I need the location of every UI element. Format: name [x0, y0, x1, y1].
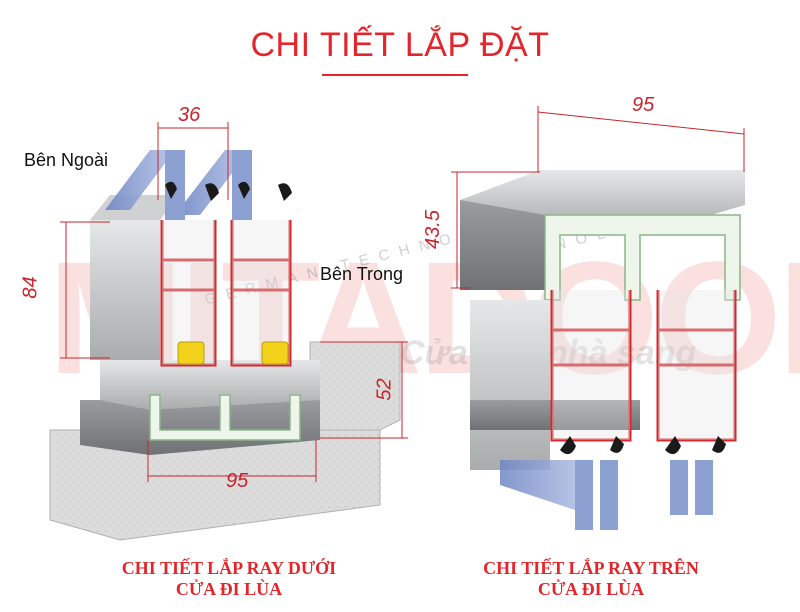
dim-36-line: [157, 122, 229, 200]
left-bottom-rail-diagram: [49, 122, 408, 541]
dim-43-5-line: [451, 171, 540, 289]
rubber-seals-right: [560, 436, 726, 455]
dim-95-bottom-line: [147, 440, 317, 482]
outside-label: Bên Ngoài: [24, 150, 109, 170]
page-title: CHI TIẾT LẮP ĐẶT: [250, 26, 550, 64]
left-caption-line1: CHI TIẾT LẮP RAY DƯỚI: [121, 558, 337, 578]
roller-left-2: [261, 341, 289, 365]
dim-52-label: 52: [373, 378, 396, 401]
roller-left-1: [177, 341, 205, 365]
right-top-rail-diagram: [451, 106, 745, 530]
top-frame-side: [460, 200, 545, 290]
glass-panes-left: [105, 150, 252, 220]
bottom-track-profile: [149, 394, 301, 441]
dim-43-5-label: 43.5: [421, 210, 444, 249]
sash-profiles-left: [160, 220, 292, 367]
dim-84-line: [60, 221, 110, 359]
dim-95-top-label: 95: [632, 94, 655, 116]
right-caption-line2: CỬA ĐI LÙA: [537, 579, 645, 599]
sash-outer-face-right: [470, 300, 550, 470]
right-caption-line1: CHI TIẾT LẮP RAY TRÊN: [483, 558, 699, 578]
inside-label: Bên Trong: [320, 264, 404, 284]
track-base: [80, 400, 320, 455]
head-track-profile: [544, 214, 741, 301]
rubber-seals-left: [165, 181, 292, 201]
left-caption-line2: CỬA ĐI LÙA: [175, 579, 283, 599]
sash-outer-face: [90, 220, 160, 360]
dim-36-label: 36: [178, 104, 201, 126]
glass-panes-right: [500, 460, 713, 530]
right-caption: CHI TIẾT LẮP RAY TRÊN CỬA ĐI LÙA: [426, 558, 756, 600]
dim-52-line: [320, 341, 408, 439]
dim-95-top-line: [537, 106, 745, 172]
title-underline: [322, 74, 468, 76]
left-caption: CHI TIẾT LẮP RAY DƯỚI CỬA ĐI LÙA: [64, 558, 394, 600]
dim-84-label: 84: [19, 276, 42, 299]
dim-95-bottom-label: 95: [226, 470, 249, 492]
sash-profiles-right: [550, 290, 737, 442]
